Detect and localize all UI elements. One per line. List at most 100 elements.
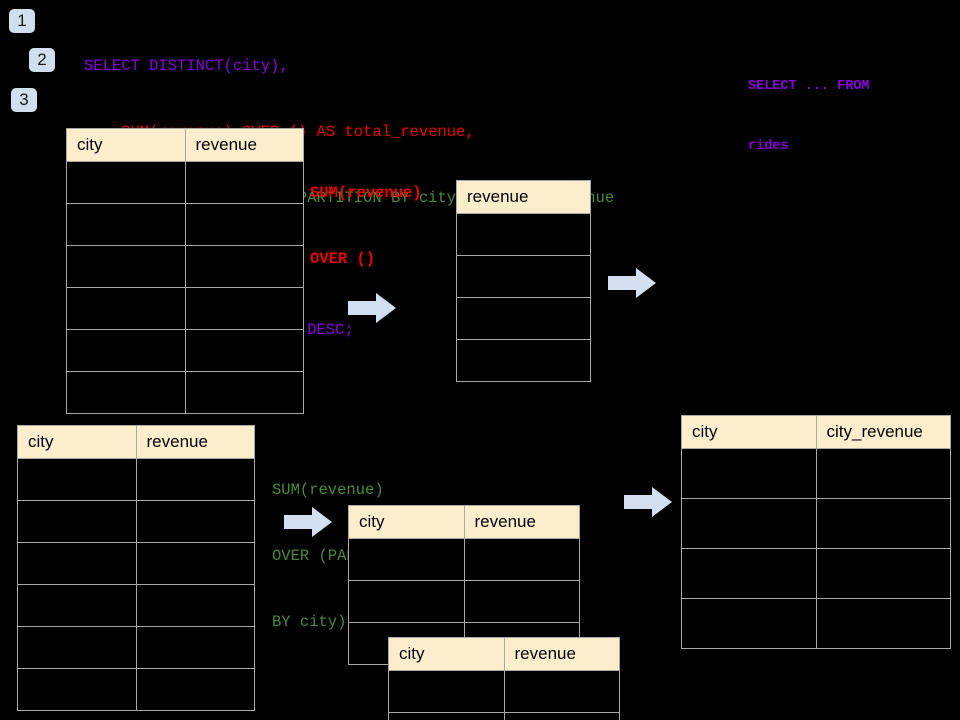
- table-cell: [184, 287, 304, 330]
- table-cell: [681, 598, 817, 649]
- step-badge-1: 1: [9, 9, 35, 33]
- table-row: [388, 712, 620, 720]
- table-cell: [456, 213, 591, 256]
- table-cell: [66, 287, 186, 330]
- table-cell: [184, 329, 304, 372]
- table-row: [17, 500, 255, 543]
- table-cell: [815, 548, 951, 599]
- table-cell: [503, 712, 620, 720]
- table-cell: [135, 668, 255, 711]
- table-row: [681, 498, 951, 549]
- table-row: [681, 548, 951, 599]
- table-cell: [135, 584, 255, 627]
- table-cell: [456, 255, 591, 298]
- table-cell: [184, 161, 304, 204]
- table-row: [17, 542, 255, 585]
- table-row: [66, 371, 304, 414]
- table-cell: [135, 626, 255, 669]
- table-cell: [66, 245, 186, 288]
- table-row: [66, 161, 304, 204]
- table-cell: [184, 203, 304, 246]
- annotation-sum-over-empty: SUM(revenue) OVER (): [310, 138, 422, 314]
- table-cell: [815, 448, 951, 499]
- column-header-revenue: revenue: [503, 637, 620, 671]
- table-cell: [66, 329, 186, 372]
- table-cell: [17, 500, 137, 543]
- column-header-city: city: [17, 425, 137, 459]
- table-cell: [135, 458, 255, 501]
- table-cell: [388, 670, 505, 713]
- table-row: [66, 245, 304, 288]
- table-cell: [17, 458, 137, 501]
- column-header-city: city: [66, 128, 186, 162]
- table-cell: [66, 161, 186, 204]
- annotation-sum-over-partition-line1: SUM(revenue): [272, 481, 384, 499]
- table-row: [17, 626, 255, 669]
- table-cell: [463, 580, 580, 623]
- annotation-sum-over-empty-line1: SUM(revenue): [310, 184, 422, 202]
- table-cell: [456, 297, 591, 340]
- step-badge-2: 2: [29, 48, 55, 72]
- arrow-partition-to-result: [624, 487, 672, 517]
- table-cell: [503, 670, 620, 713]
- table-cell: [17, 542, 137, 585]
- table-row: [348, 538, 580, 581]
- column-header-revenue: revenue: [456, 180, 591, 214]
- table-row: [456, 339, 591, 382]
- annotation-sum-over-partition-line3: BY city): [272, 613, 347, 631]
- table-cell: [135, 542, 255, 585]
- table-cell: [66, 203, 186, 246]
- column-header-revenue: revenue: [184, 128, 304, 162]
- table-cell: [681, 448, 817, 499]
- table-cell: [184, 245, 304, 288]
- column-header-city: city: [388, 637, 505, 671]
- table-row: [66, 203, 304, 246]
- column-header-city: city: [681, 415, 817, 449]
- column-header-revenue: revenue: [463, 505, 580, 539]
- table-cell: [348, 538, 465, 581]
- table-cell: [456, 339, 591, 382]
- table-row: [681, 448, 951, 499]
- table-row: [681, 598, 951, 649]
- table-cell: [681, 548, 817, 599]
- step-badge-3: 3: [11, 88, 37, 112]
- sql-line-select: SELECT DISTINCT(city),: [84, 57, 289, 75]
- column-header-city-revenue: city_revenue: [815, 415, 951, 449]
- table-row: [388, 670, 620, 713]
- table-row: [17, 458, 255, 501]
- column-header-revenue: revenue: [135, 425, 255, 459]
- table-cell: [815, 498, 951, 549]
- table-header-row: revenue: [456, 180, 591, 214]
- table-row: [17, 584, 255, 627]
- table-cell: [17, 626, 137, 669]
- table-cell: [388, 712, 505, 720]
- table-cell: [463, 538, 580, 581]
- table-row: [456, 213, 591, 256]
- table-cell: [348, 580, 465, 623]
- table-row: [66, 329, 304, 372]
- table-row: [66, 287, 304, 330]
- table-cell: [815, 598, 951, 649]
- table-cell: [135, 500, 255, 543]
- column-header-city: city: [348, 505, 465, 539]
- annotation-sum-over-empty-line2: OVER (): [310, 250, 376, 268]
- table-cell: [66, 371, 186, 414]
- annotation-select-from-line2: rides: [748, 139, 789, 154]
- table-cell: [184, 371, 304, 414]
- table-row: [348, 580, 580, 623]
- table-cell: [681, 498, 817, 549]
- table-cell: [17, 584, 137, 627]
- arrow-source-to-total: [348, 293, 396, 323]
- table-total-revenue: revenue: [456, 180, 591, 382]
- annotation-select-from: SELECT ... FROM rides: [748, 37, 870, 197]
